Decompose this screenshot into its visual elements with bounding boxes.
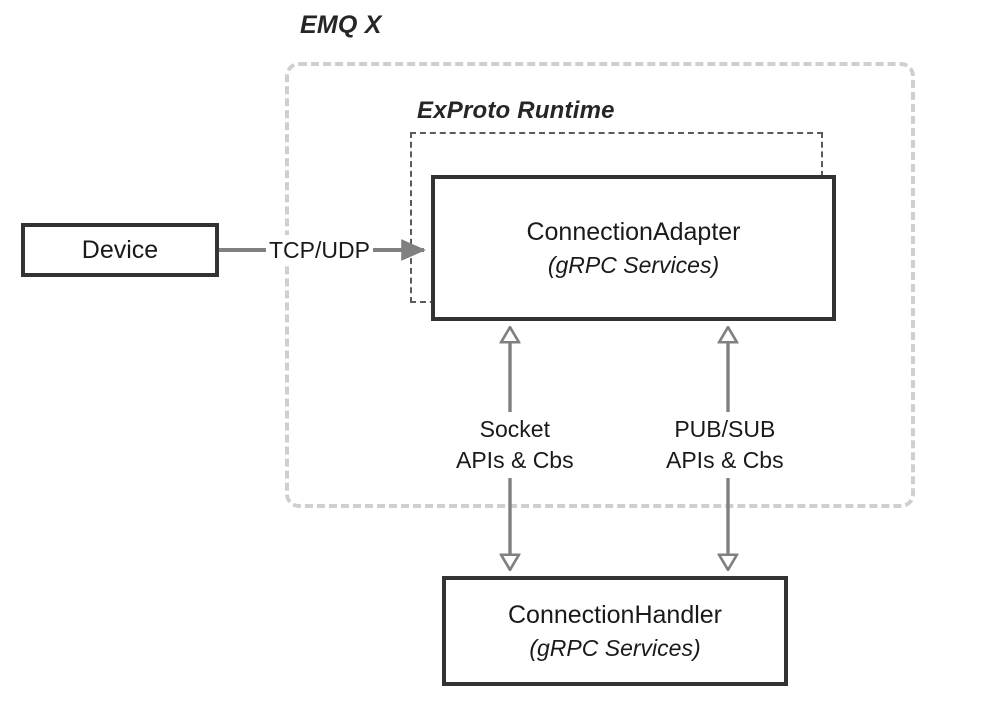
edge-label-tcp-udp: TCP/UDP (266, 235, 373, 267)
node-device: Device (21, 223, 219, 277)
group-label-exproto: ExProto Runtime (417, 97, 615, 124)
edge-label-socket-line1: Socket (479, 416, 550, 442)
edge-label-socket: Socket APIs & Cbs (452, 412, 578, 479)
group-boundary-emqx (285, 62, 915, 508)
edge-label-pubsub-line2: APIs & Cbs (666, 447, 784, 474)
node-connection-adapter-subtitle: (gRPC Services) (547, 252, 720, 279)
group-label-emqx: EMQ X (300, 11, 382, 39)
node-connection-adapter-title: ConnectionAdapter (526, 217, 741, 246)
node-connection-handler-title: ConnectionHandler (507, 600, 723, 629)
node-device-title: Device (81, 235, 159, 264)
edge-label-pubsub: PUB/SUB APIs & Cbs (662, 412, 788, 479)
node-connection-handler-subtitle: (gRPC Services) (529, 635, 701, 662)
node-connection-handler: ConnectionHandler (gRPC Services) (442, 576, 788, 686)
node-connection-adapter: ConnectionAdapter (gRPC Services) (431, 175, 836, 321)
edge-label-socket-line2: APIs & Cbs (456, 447, 574, 474)
edge-label-pubsub-line1: PUB/SUB (674, 416, 776, 442)
